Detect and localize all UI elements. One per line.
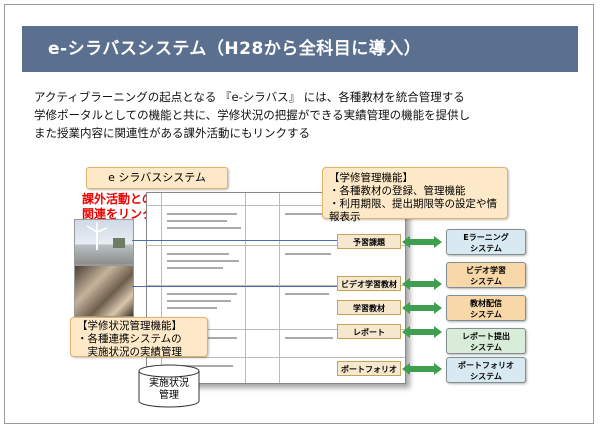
extracurricular-label-line: 関連をリンク xyxy=(82,207,155,221)
double-arrow-icon xyxy=(402,302,442,314)
double-arrow-icon xyxy=(402,363,442,375)
function-learning-material: 学習教材 xyxy=(337,300,401,315)
intro-line: 学修ポータルとしての機能と共に、学修状況の把握ができる実績管理の機能を提供し xyxy=(34,108,471,122)
esyllabus-system-label: e シラバスシステム xyxy=(86,167,228,189)
learning-management-heading: 【学修管理機能】 xyxy=(329,172,413,184)
function-preparation: 予習課題 xyxy=(337,234,401,249)
database-label-line: 実施状況 xyxy=(149,378,189,389)
system-name: ポートフォリオ xyxy=(458,361,514,370)
learning-status-box: 【学修状況管理機能】 ・各種連携システムの 実施状況の実績管理 xyxy=(70,317,208,358)
system-suffix: システム xyxy=(470,343,502,352)
database-label: 実施状況 管理 xyxy=(138,378,200,402)
system-suffix: システム xyxy=(470,277,502,286)
function-report: レポート xyxy=(337,324,401,339)
activity-photo-wind-turbine xyxy=(74,219,134,265)
wind-turbine-image xyxy=(86,222,125,250)
function-video-material: ビデオ学習教材 xyxy=(337,276,401,291)
slide-title: e-シラバスシステム（H28から全科目に導入） xyxy=(22,26,578,72)
double-arrow-icon xyxy=(402,278,442,290)
database-label-line: 管理 xyxy=(159,390,179,401)
function-portfolio: ポートフォリオ xyxy=(337,361,401,376)
system-suffix: システム xyxy=(470,244,502,253)
learning-management-item: ・利用期限、提出期限等の設定や情報表示 xyxy=(329,198,497,223)
system-suffix: システム xyxy=(470,310,502,319)
system-video-learning: ビデオ学習 システム xyxy=(446,262,526,288)
database-cylinder-icon xyxy=(138,364,200,408)
extracurricular-link-label: 課外活動との 関連をリンク xyxy=(82,192,154,222)
double-arrow-icon xyxy=(402,236,442,248)
learning-status-item: ・各種連携システムの xyxy=(77,333,182,345)
system-material-delivery: 教材配信 システム xyxy=(446,295,526,321)
system-elearning: Eラーニング システム xyxy=(446,229,526,255)
learning-management-box: 【学修管理機能】 ・各種教材の登録、管理機能 ・利用期限、提出期限等の設定や情報… xyxy=(322,167,508,223)
system-name: レポート提出 xyxy=(462,332,510,341)
learning-status-item: 実施状況の実績管理 xyxy=(77,346,182,358)
double-arrow-icon xyxy=(402,326,442,338)
intro-paragraph: アクティブラーニングの起点となる 『e-シラバス』 には、各種教材を統合管理する… xyxy=(34,88,574,142)
intro-line: アクティブラーニングの起点となる 『e-シラバス』 には、各種教材を統合管理する xyxy=(34,90,465,104)
learning-status-heading: 【学修状況管理機能】 xyxy=(77,320,182,332)
system-portfolio: ポートフォリオ システム xyxy=(446,357,526,383)
system-suffix: システム xyxy=(470,372,502,381)
learning-management-item: ・各種教材の登録、管理機能 xyxy=(329,185,466,197)
system-name: Eラーニング xyxy=(463,233,509,242)
system-report-submission: レポート提出 システム xyxy=(446,328,526,354)
link-line-photo1 xyxy=(132,240,338,241)
intro-line: また授業内容に関連性がある課外活動にもリンクする xyxy=(34,126,310,140)
activity-photo-machinery xyxy=(74,265,134,317)
system-name: ビデオ学習 xyxy=(466,266,506,275)
link-line-photo2 xyxy=(132,286,338,287)
system-name: 教材配信 xyxy=(470,299,502,308)
extracurricular-label-line: 課外活動との xyxy=(82,192,154,206)
